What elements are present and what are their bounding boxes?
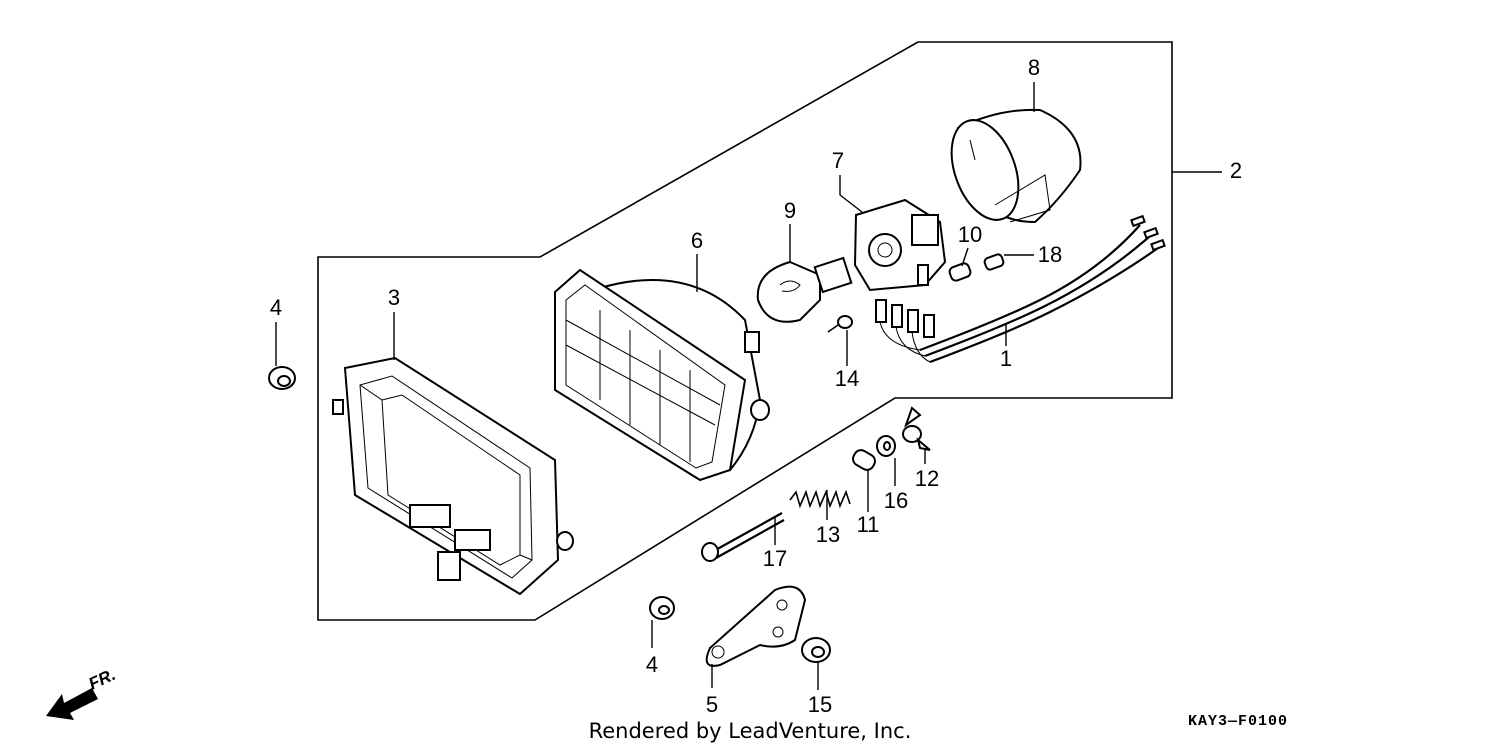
callout-16: 16 — [884, 488, 908, 513]
part-dust-cover[interactable] — [939, 108, 1082, 229]
diagram-code: KAY3—F0100 — [1188, 713, 1288, 730]
part-small-socket[interactable] — [983, 253, 1005, 271]
part-collar[interactable] — [850, 448, 877, 473]
part-adjusting-bolt[interactable] — [701, 512, 785, 562]
part-wire-harness[interactable] — [875, 214, 1166, 364]
part-bulb[interactable] — [756, 256, 853, 323]
leader-7b — [839, 194, 863, 213]
part-headlight-unit[interactable] — [554, 268, 770, 482]
part-screw[interactable] — [827, 315, 853, 333]
callout-7: 7 — [832, 148, 844, 173]
part-wing-nut[interactable] — [902, 406, 931, 451]
part-washer[interactable] — [876, 435, 896, 457]
callout-9: 9 — [784, 198, 796, 223]
part-flange-nut[interactable] — [801, 637, 831, 663]
part-bulb-socket[interactable] — [853, 198, 947, 292]
callout-4b: 4 — [646, 652, 658, 677]
callout-2: 2 — [1230, 158, 1242, 183]
callout-11: 11 — [857, 512, 880, 537]
footer-credit: Rendered by LeadVenture, Inc. — [589, 719, 912, 743]
callout-5: 5 — [706, 692, 718, 717]
callout-1: 1 — [1000, 346, 1012, 371]
callout-8: 8 — [1028, 55, 1040, 80]
callout-17: 17 — [763, 546, 787, 571]
callout-13: 13 — [816, 522, 840, 547]
callout-12: 12 — [915, 466, 939, 491]
part-position-bulb[interactable] — [948, 262, 972, 282]
leader-10 — [961, 247, 969, 267]
callout-18: 18 — [1038, 242, 1062, 267]
callout-3: 3 — [388, 285, 400, 310]
callout-10: 10 — [958, 222, 982, 247]
part-headlight-case[interactable] — [332, 356, 574, 596]
assembly-boundary-outline — [317, 41, 1173, 621]
callout-14: 14 — [835, 366, 859, 391]
part-grommet-lower[interactable] — [649, 596, 675, 620]
front-direction-arrow: FR. — [46, 665, 119, 720]
part-stay-bracket[interactable] — [705, 585, 807, 667]
callout-15: 15 — [808, 692, 832, 717]
callout-6: 6 — [691, 228, 703, 253]
callout-4a: 4 — [270, 295, 282, 320]
part-spring[interactable] — [789, 489, 851, 509]
part-grommet-upper[interactable] — [268, 366, 296, 390]
